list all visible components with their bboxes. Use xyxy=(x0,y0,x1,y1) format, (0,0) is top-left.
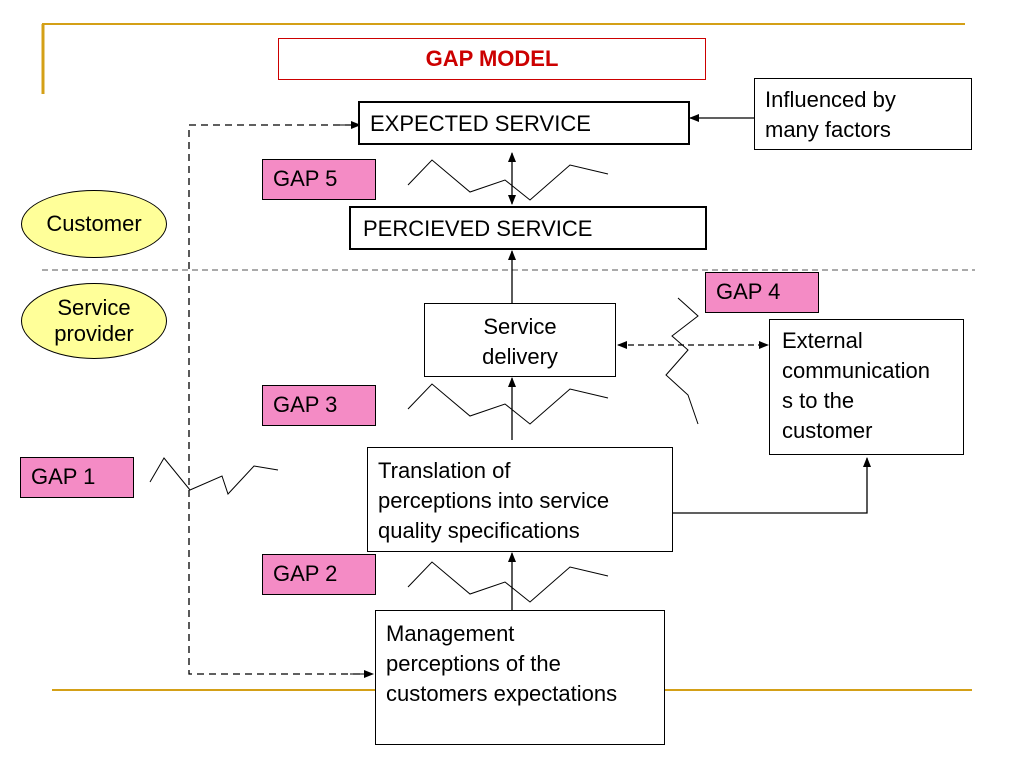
management-perceptions-box: Management perceptions of the customers … xyxy=(375,610,665,745)
gap5-zigzag xyxy=(407,159,609,201)
gap3-label: GAP 3 xyxy=(262,385,376,426)
gap5-label: GAP 5 xyxy=(262,159,376,200)
diagram-title: GAP MODEL xyxy=(278,38,706,80)
expected-service-box: EXPECTED SERVICE xyxy=(358,101,690,145)
gap4-label: GAP 4 xyxy=(705,272,819,313)
service-provider-oval: Service provider xyxy=(21,283,167,359)
external-communications-box: External communication s to the customer xyxy=(769,319,964,455)
perceived-service-box: PERCIEVED SERVICE xyxy=(349,206,707,250)
influenced-box: Influenced by many factors xyxy=(754,78,972,150)
gap1-zigzag xyxy=(149,457,279,495)
service-delivery-box: Service delivery xyxy=(424,303,616,377)
gap2-zigzag xyxy=(407,561,609,603)
gap2-label: GAP 2 xyxy=(262,554,376,595)
gap1-label: GAP 1 xyxy=(20,457,134,498)
customer-oval: Customer xyxy=(21,190,167,258)
customer-label: Customer xyxy=(46,211,142,236)
gap3-zigzag xyxy=(407,383,609,425)
service-provider-label: Service provider xyxy=(54,295,134,346)
translation-box: Translation of perceptions into service … xyxy=(367,447,673,552)
translation-to-external-path xyxy=(673,457,871,514)
gap4-zigzag xyxy=(665,297,699,425)
gap1-dashed-path xyxy=(188,124,360,675)
